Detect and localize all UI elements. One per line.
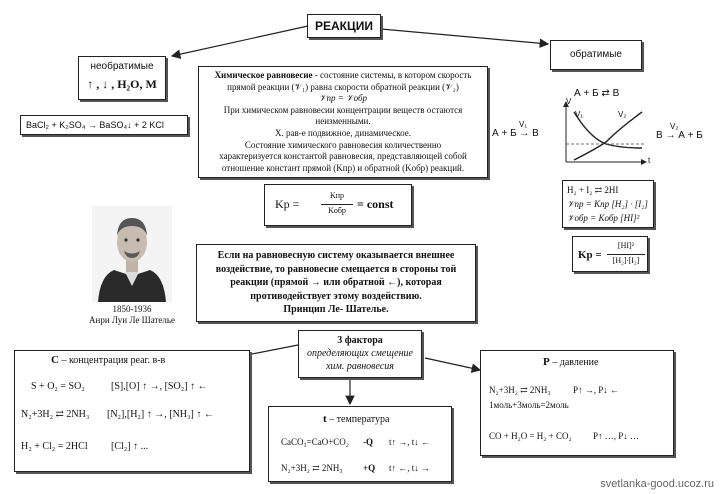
reverse-rate-curve (573, 111, 643, 161)
principle-line5: Принцип Ле- Шателье. (283, 304, 389, 315)
equilibrium-def: - состояние системы, в котором скорость (312, 70, 472, 80)
equilibrium-term: Химическое равновесие (214, 70, 313, 80)
reversible-title: обратимые (570, 49, 622, 60)
concentration-box: С – концентрация реаг. в-в S + O₂ = SO₂ … (14, 350, 250, 472)
kp-hi-label: Kр = (578, 249, 602, 261)
reverse-rate-label: V₂ (670, 122, 679, 131)
factors-sub1: определяющих смещение (306, 348, 413, 359)
reverse-reaction-eq: В → А + Б (656, 130, 703, 141)
pressure-ex2-note: P↑ …, P↓ … (593, 431, 640, 441)
equilibrium-rates-equal: 𝒱пр = 𝒱обр (319, 93, 367, 104)
hi-equation: H₂ + I₂ ⇄ 2HI (567, 185, 619, 195)
forward-reaction-eq: А + Б → В (492, 128, 539, 139)
concentration-ex2-note: [N₂],[H₂] ↑ →, [NH₃] ↑ ← (107, 409, 214, 420)
equilibrium-line2: прямой реакции (𝒱₁) равна скорости обрат… (227, 81, 459, 92)
principle-line4: противодействует этому воздействию. (250, 290, 422, 302)
irreversible-signs: ↑ , ↓ , H₂O, M (87, 77, 157, 91)
arrow-to-irreversible (170, 25, 309, 59)
concentration-title: – концентрация реаг. в-в (58, 355, 166, 366)
hi-rates-box: H₂ + I₂ ⇄ 2HI 𝒱пр = Kпр [H₂] ∙ [I₂] 𝒱обр… (562, 180, 654, 228)
concentration-ex2-eq: N₂+3H₂ ⇄ 2NH₃ (21, 409, 90, 420)
graph-equation: А + Б ⇄ В (574, 88, 620, 99)
temperature-ex1-eq: CaCO₃=CaO+CO₂ (281, 437, 349, 447)
concentration-ex1-eq: S + O₂ = SO₂ (31, 381, 85, 392)
le-chatelier-portrait (92, 206, 172, 302)
reactions-title: РЕАКЦИИ (314, 19, 373, 33)
kp-hi-numerator: [HI]² (617, 241, 635, 250)
temperature-box: t – температура CaCO₃=CaO+CO₂ -Q t↑ →, t… (268, 406, 452, 482)
temperature-title: – температура (326, 414, 390, 425)
forward-reaction: А + Б → В (492, 128, 539, 139)
portrait-name: Анри Луи Ле Шателье (89, 315, 175, 325)
kp-numerator: Kпр (329, 191, 345, 200)
concentration-ex3-eq: H₂ + Cl₂ = 2HCl (21, 441, 88, 452)
kp-formula-box: Kр = Kпр Kобр = const (264, 184, 412, 226)
kp-denominator: Kобр (328, 206, 346, 215)
principle-line2: воздействие, то равновесие смещается в с… (215, 263, 457, 275)
graph-v2-label: V₂ (618, 110, 627, 119)
arrow-to-reversible (380, 28, 550, 49)
principle-line3: реакции (прямой → или обратной ←), котор… (230, 277, 442, 288)
equilibrium-line8: характеризуется константой равновесия, п… (219, 151, 467, 162)
concentration-ex3-note: [Cl₂] ↑ ... (111, 441, 149, 452)
kp-hi-box: Kр = [HI]² [H₂]∙[I₂] (572, 236, 648, 272)
kp-fraction-bar (321, 204, 353, 205)
pressure-box: Р – давление N₂+3H₂ ⇄ 2NH₃ P↑ →, P↓ ← 1м… (480, 350, 674, 456)
pressure-ex2-eq: CO + H₂O = H₂ + CO₂ (489, 431, 572, 441)
portrait-years: 1850-1936 (112, 304, 152, 314)
temperature-ex2-eq: N₂+3H₂ ⇄ 2NH₃ (281, 463, 343, 473)
kp-const: = const (357, 197, 394, 211)
concentration-ex1-note: [S],[O] ↑ →, [SO₂] ↑ ← (111, 381, 208, 392)
equilibrium-line5: неизменными. (315, 116, 371, 127)
kp-label: Kр = (275, 197, 300, 211)
equilibrium-line4: При химическом равновесии концентрации в… (223, 104, 463, 115)
graph-axis-t: t (648, 156, 651, 165)
factors-sub2: хим. равновесия (326, 361, 394, 372)
factors-title: 3 фактора (337, 335, 383, 346)
pressure-symbol: Р (543, 356, 550, 368)
equilibrium-line7: Состояние химического равновесия количес… (244, 139, 442, 150)
temperature-ex2-note: t↑ ←, t↓ → (389, 463, 431, 473)
forward-rate-label: V₁ (519, 120, 528, 129)
equilibrium-line9: отношение констант прямой (Kпр) и обратн… (221, 162, 465, 173)
temperature-ex2-q: +Q (363, 463, 376, 473)
reversible-box: обратимые (550, 40, 642, 70)
pressure-ex1-moles: 1моль+3моль=2моль (489, 400, 569, 410)
kp-hi-denominator: [H₂]∙[I₂] (612, 256, 640, 265)
watermark: svetlanka-good.ucoz.ru (600, 478, 714, 490)
pressure-title: – давление (549, 357, 599, 368)
irreversible-example: BaCl₂ + K₂SO₄ → BaSO₄↓ + 2 KCl (26, 120, 164, 130)
pressure-ex1-eq: N₂+3H₂ ⇄ 2NH₃ (489, 385, 551, 395)
irreversible-example-box: BaCl₂ + K₂SO₄ → BaSO₄↓ + 2 KCl (20, 115, 188, 135)
graph-v1-label: V₁ (575, 110, 584, 119)
temperature-ex1-q: -Q (363, 437, 373, 447)
equilibrium-definition-box: Химическое равновесие - состояние систем… (198, 66, 488, 178)
irreversible-box: необратимые ↑ , ↓ , H₂O, M (78, 56, 166, 100)
temperature-symbol: t (323, 413, 327, 425)
forward-rate-curve (573, 111, 643, 149)
kp-hi-fraction-bar (607, 254, 645, 255)
rate-vs-time-graph (563, 101, 647, 165)
le-chatelier-principle-box: Если на равновесную систему оказывается … (196, 244, 476, 322)
pressure-ex1-note: P↑ →, P↓ ← (573, 385, 620, 395)
concentration-symbol: С (51, 354, 59, 366)
hi-reverse-rate: 𝒱обр = Kобр [HI]² (567, 213, 640, 223)
reverse-reaction: В → А + Б (656, 130, 703, 141)
equilibrium-line6: Х. рав-е подвижное, динамическое. (274, 127, 412, 138)
arrow-to-pressure (424, 357, 482, 373)
reactions-title-box: РЕАКЦИИ (307, 14, 381, 38)
principle-line1: Если на равновесную систему оказывается … (217, 250, 455, 261)
temperature-ex1-note: t↑ →, t↓ ← (389, 437, 431, 447)
three-factors-box: 3 фактора определяющих смещение хим. рав… (298, 330, 422, 378)
irreversible-title: необратимые (90, 61, 154, 72)
hi-forward-rate: 𝒱пр = Kпр [H₂] ∙ [I₂] (567, 199, 648, 209)
